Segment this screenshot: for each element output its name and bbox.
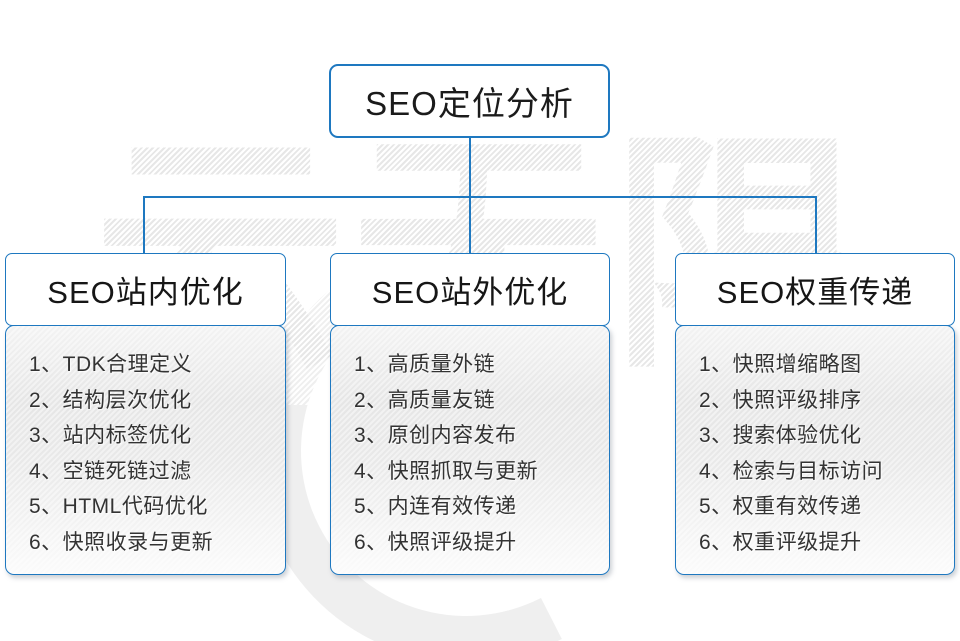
list-item: 3、站内标签优化: [29, 424, 192, 447]
list-item: 4、空链死链过滤: [29, 459, 192, 483]
column-onsite-list: 1、TDK合理定义 2、结构层次优化 3、站内标签优化 4、空链死链过滤 5、H…: [5, 325, 286, 575]
list-item: 2、高质量友链: [354, 388, 496, 412]
list-item: 2、快照评级排序: [699, 388, 862, 412]
list-item: 3、原创内容发布: [354, 424, 517, 447]
connector-horizontal: [143, 196, 817, 198]
list-item: 2、结构层次优化: [29, 388, 192, 412]
root-node-title: SEO定位分析: [365, 85, 574, 122]
list-item: 1、高质量外链: [354, 353, 496, 376]
root-node-seo-positioning: SEO定位分析: [329, 64, 610, 138]
column-onsite-title: SEO站内优化: [47, 275, 244, 310]
column-weight-list: 1、快照增缩略图 2、快照评级排序 3、搜索体验优化 4、检索与目标访问 5、权…: [675, 325, 955, 575]
list-item: 1、TDK合理定义: [29, 353, 193, 376]
column-offsite-title: SEO站外优化: [371, 275, 569, 310]
list-item: 4、快照抓取与更新: [354, 459, 539, 483]
list-item: 6、快照评级提升: [354, 530, 517, 554]
connector-right-vertical: [815, 196, 817, 254]
list-item: 5、HTML代码优化: [29, 495, 208, 518]
column-weight-header: SEO权重传递: [675, 253, 955, 326]
column-offsite-header: SEO站外优化: [330, 253, 610, 326]
list-item: 5、内连有效传递: [354, 495, 517, 518]
list-item: 3、搜索体验优化: [699, 424, 862, 447]
connector-left-vertical: [143, 196, 145, 254]
list-item: 6、快照收录与更新: [29, 530, 214, 554]
column-weight-title: SEO权重传递: [716, 275, 914, 310]
list-item: 6、权重评级提升: [699, 530, 862, 554]
list-item: 5、权重有效传递: [699, 495, 862, 518]
connector-root-vertical: [469, 138, 471, 196]
list-item: 1、快照增缩略图: [699, 353, 862, 376]
column-offsite-list: 1、高质量外链 2、高质量友链 3、原创内容发布 4、快照抓取与更新 5、内连有…: [330, 325, 610, 575]
list-item: 4、检索与目标访问: [699, 459, 884, 483]
connector-middle-vertical: [469, 196, 471, 254]
column-onsite-header: SEO站内优化: [5, 253, 286, 326]
